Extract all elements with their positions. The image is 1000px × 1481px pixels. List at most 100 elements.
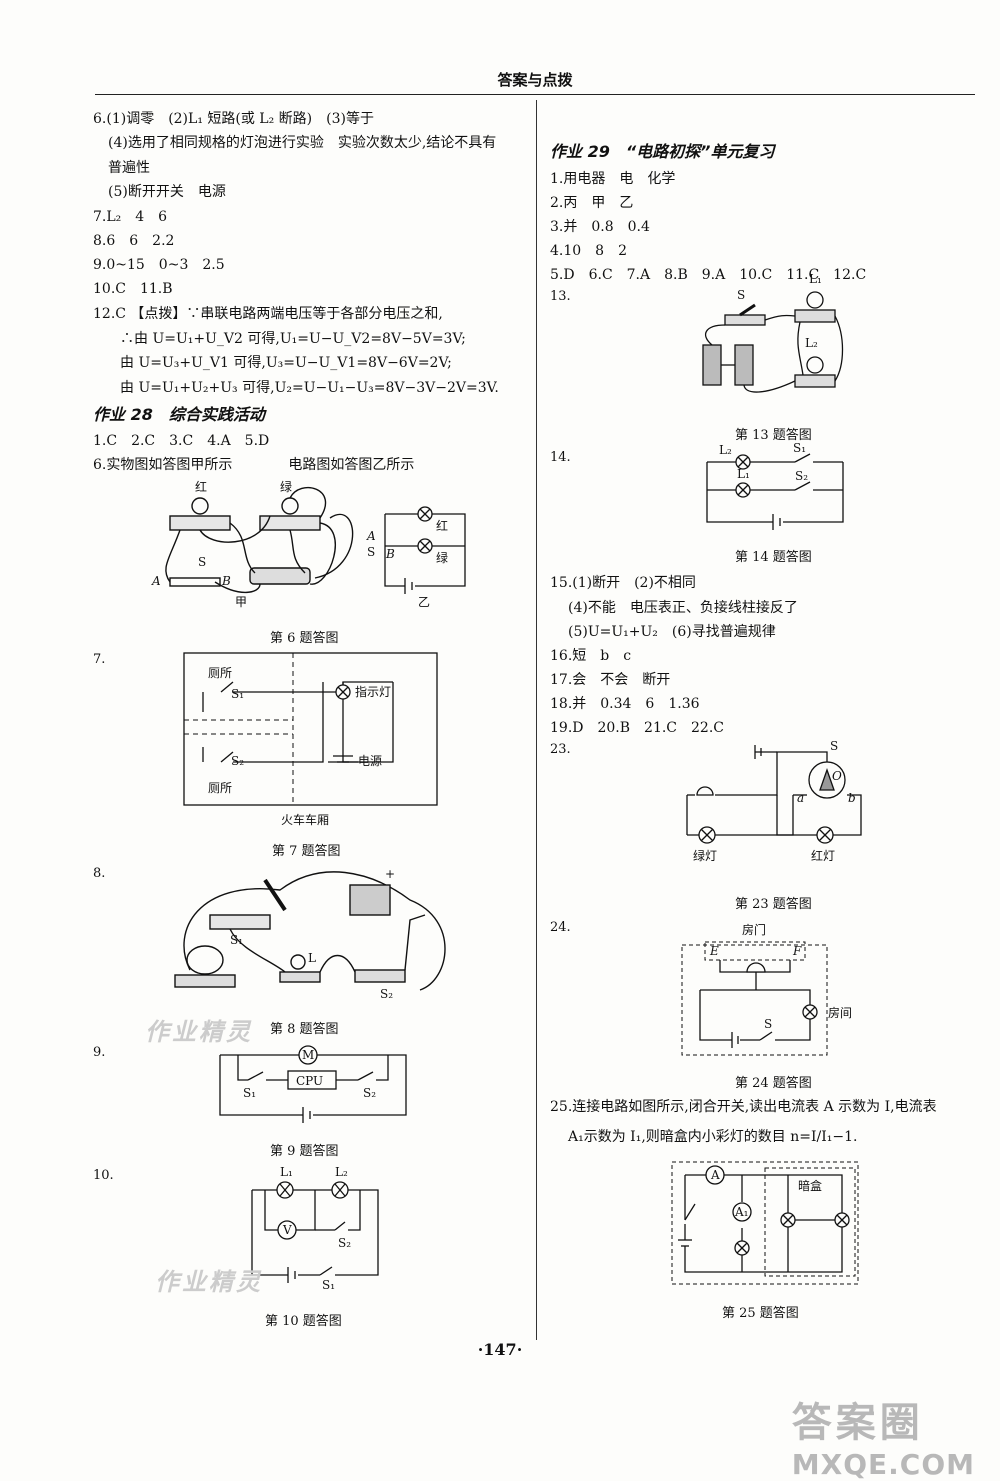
fig-jia-label: 甲 [235, 595, 247, 609]
watermark-main: 答案圈 [791, 1400, 924, 1446]
s2-label: S₂ [231, 754, 244, 768]
voltmeter-label: V [282, 1223, 292, 1237]
answer-line: 5.D 6.C 7.A 8.B 9.A 10.C 11.C 12.C [550, 267, 867, 283]
contact-e: E [709, 944, 719, 958]
answer-line: 普遍性 [108, 160, 150, 176]
question-number: 10. [93, 1168, 114, 1183]
page-number: ·147· [477, 1340, 523, 1359]
caption-q7: 第 7 题答图 [272, 844, 341, 859]
figure-q6: 红 绿 S A B 甲 红 绿 A S B 乙 [140, 478, 500, 610]
figure-q14: L₂ S₁ L₁ S₂ [705, 441, 845, 530]
green-label: 绿 [280, 479, 292, 494]
room-label: 房间 [828, 1005, 852, 1020]
faint-watermark: 作业精灵 [155, 1268, 263, 1296]
answer-line: 17.会 不会 断开 [550, 672, 671, 688]
power-label: 电源 [358, 754, 382, 768]
motor-label: M [302, 1048, 314, 1062]
question-number: 8. [93, 866, 106, 881]
l1-label: L₁ [809, 272, 822, 286]
caption-q14: 第 14 题答图 [735, 550, 812, 565]
node-b: B [385, 547, 395, 561]
answer-line: 1.C 2.C 3.C 4.A 5.D [93, 433, 270, 449]
lamp-l-label: L [308, 951, 316, 965]
indicator-label: 指示灯 [355, 684, 391, 699]
figure-q9: M CPU S₁ S₂ [218, 1045, 408, 1125]
terminal-b: B [221, 574, 231, 588]
answer-line: (5)断开开关 电源 [108, 184, 226, 200]
page-header: 答案与点拨 [95, 66, 975, 95]
door-label: 房门 [742, 922, 766, 937]
s2-label: S₂ [363, 1086, 376, 1100]
caption-q24: 第 24 题答图 [735, 1076, 812, 1091]
answer-line: 12.C 【点拨】∵串联电路两端电压等于各部分电压之和, [93, 306, 443, 322]
plus-label: + [385, 867, 395, 881]
watermark: 答案圈 MXQE.COM [792, 1390, 975, 1481]
figure-q24: 房门 E F 房间 S [680, 920, 860, 1060]
ammeter-a1-label: A₁ [734, 1205, 748, 1219]
question-number: 13. [550, 289, 571, 304]
contact-f: F [792, 944, 802, 958]
figure-q23: S O a b 绿灯 红灯 [685, 739, 865, 865]
contact-a: a [797, 791, 804, 805]
switch-label: S [764, 1017, 772, 1031]
faint-watermark: 作业精灵 [145, 1018, 253, 1046]
section-title-29: 作业 29 “电路初探”单元复习 [550, 142, 775, 161]
answer-line: 由 U=U₁+U₂+U₃ 可得,U₂=U−U₁−U₃=8V−3V−2V=3V. [120, 380, 499, 396]
question-number: 23. [550, 742, 571, 757]
answer-line: 3.并 0.8 0.4 [550, 219, 650, 235]
answer-line: 6.实物图如答图甲所示 电路图如答图乙所示 [93, 457, 415, 473]
l2-label: L₂ [335, 1165, 348, 1179]
cpu-label: CPU [296, 1074, 323, 1088]
figure-q10: L₁ L₂ V S₂ S₁ [250, 1165, 380, 1292]
answer-line: 9.0~15 0~3 2.5 [93, 257, 225, 273]
column-divider [536, 100, 537, 1340]
question-number: 7. [93, 652, 106, 667]
figure-q7: 厕所 S₁ 指示灯 S₂ 电源 厕所 火车车厢 [183, 652, 438, 827]
s2-label: S₂ [795, 469, 808, 483]
s1-label: S₁ [322, 1278, 335, 1292]
answer-line: 25.连接电路如图所示,闭合开关,读出电流表 A 示数为 I,电流表 [550, 1099, 937, 1115]
caption-q9: 第 9 题答图 [270, 1144, 339, 1159]
green-label-circuit: 绿 [436, 550, 448, 565]
answer-line: (4)选用了相同规格的灯泡进行实验 实验次数太少,结论不具有 [108, 135, 497, 151]
terminal-a: A [151, 574, 161, 588]
s1-label: S₁ [230, 933, 243, 947]
green-lamp-label: 绿灯 [693, 848, 717, 863]
switch-s: S [367, 545, 375, 559]
fig-yi-label: 乙 [418, 595, 430, 609]
caption-q25: 第 25 题答图 [722, 1306, 799, 1321]
answer-line: ∴由 U=U₁+U_V2 可得,U₁=U−U_V2=8V−5V=3V; [120, 331, 466, 347]
s2-label: S₂ [338, 1236, 351, 1250]
answer-line: 16.短 b c [550, 648, 632, 664]
switch-label: S [198, 555, 206, 569]
answer-line: 1.用电器 电 化学 [550, 171, 676, 187]
s1-label: S₁ [793, 441, 806, 455]
answer-line: 10.C 11.B [93, 281, 173, 297]
caption-q13: 第 13 题答图 [735, 428, 812, 443]
answer-line: 8.6 6 2.2 [93, 233, 175, 249]
switch-label: S [737, 288, 745, 302]
answer-line: 4.10 8 2 [550, 243, 627, 259]
red-label-circuit: 红 [436, 518, 448, 533]
l2-label: L₂ [805, 336, 818, 350]
figure-q8: S₁ L S₂ + [170, 860, 450, 1001]
answer-line: 由 U=U₃+U_V1 可得,U₃=U−U_V1=8V−6V=2V; [120, 355, 452, 371]
l2-label: L₂ [719, 443, 732, 457]
wc-top-label: 厕所 [208, 666, 232, 680]
caption-q8: 第 8 题答图 [270, 1022, 339, 1037]
figure-q25: A A₁ 暗盒 [670, 1160, 860, 1285]
section-title-28: 作业 28 综合实践活动 [93, 405, 265, 424]
wc-bottom-label: 厕所 [208, 781, 232, 795]
s1-label: S₁ [231, 687, 244, 701]
l1-label: L₁ [737, 467, 750, 481]
question-number: 24. [550, 920, 571, 935]
answer-line: A₁示数为 I₁,则暗盒内小彩灯的数目 n=I/I₁−1. [568, 1129, 858, 1145]
switch-label: S [830, 739, 838, 753]
caption-q23: 第 23 题答图 [735, 897, 812, 912]
car-label: 火车车厢 [281, 812, 329, 827]
answer-line: 6.(1)调零 (2)L₁ 短路(或 L₂ 断路) (3)等于 [93, 111, 374, 127]
answer-line: (5)U=U₁+U₂ (6)寻找普遍规律 [568, 624, 776, 640]
caption-q6: 第 6 题答图 [270, 631, 339, 646]
answer-line: 15.(1)断开 (2)不相同 [550, 575, 696, 591]
contact-b: b [848, 791, 856, 805]
